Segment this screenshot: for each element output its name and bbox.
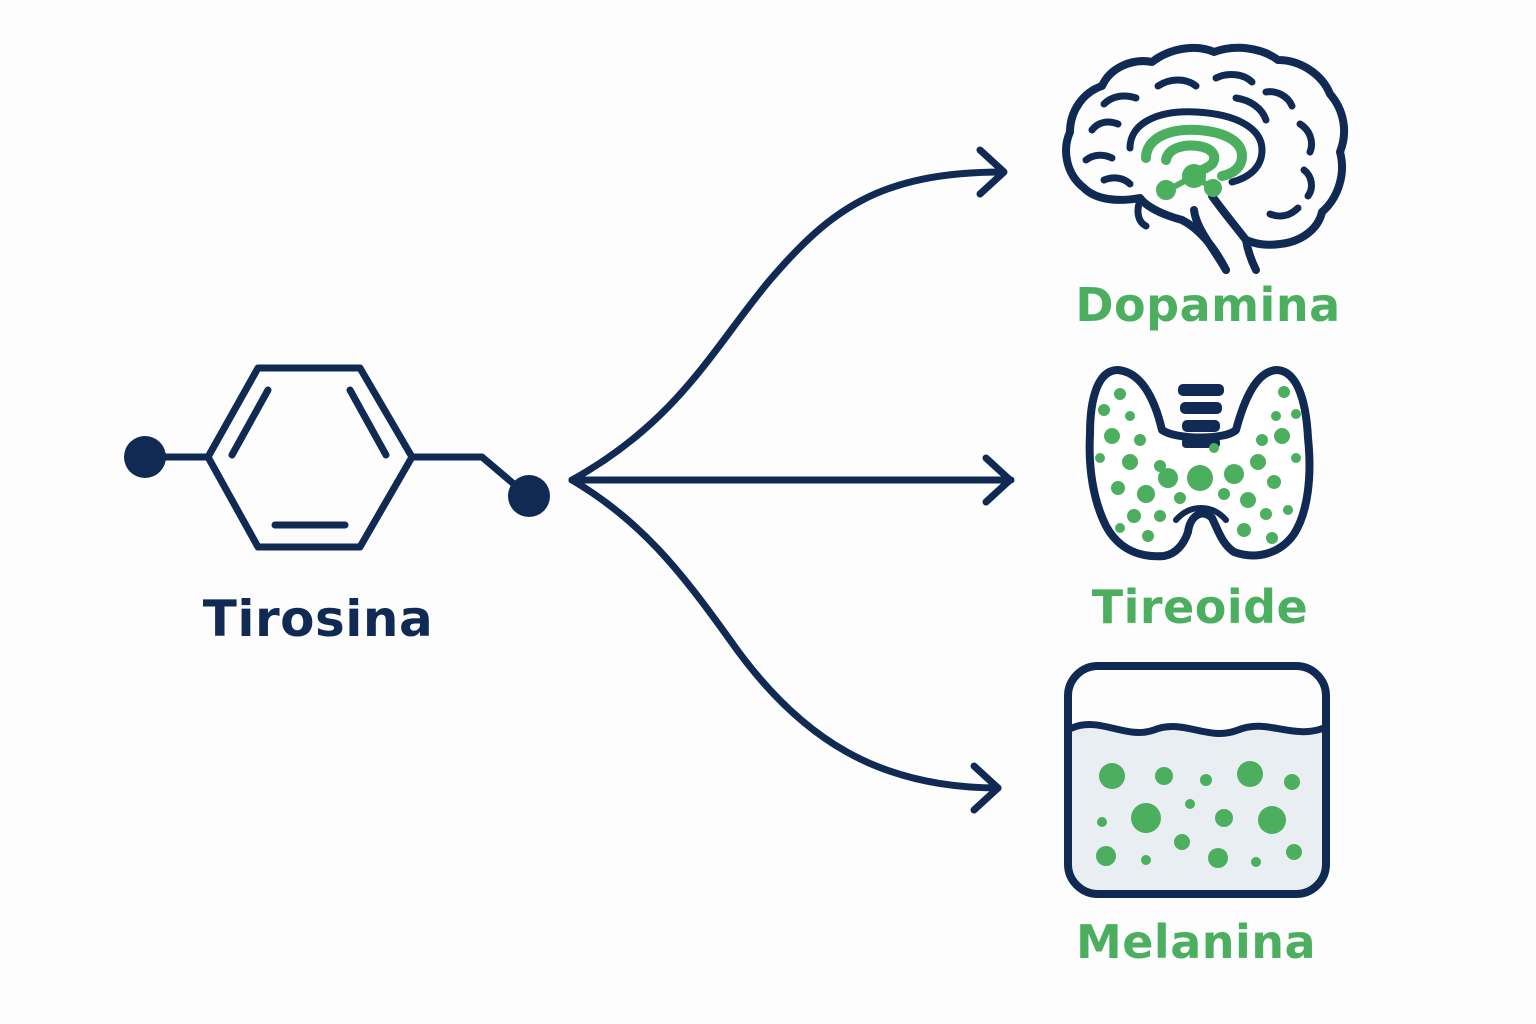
skin-melanin-icon <box>1064 662 1330 898</box>
arrow-to-dopamina <box>568 168 1007 484</box>
trachea-ring <box>1182 420 1220 432</box>
skin-frame <box>1064 662 1330 898</box>
tireoide-label: Tireoide <box>1091 580 1309 634</box>
brain-outline <box>1062 43 1349 274</box>
double-bond-2 <box>346 386 390 459</box>
trachea-ring <box>1180 402 1222 414</box>
melanin-granules <box>1096 761 1302 868</box>
thyroid-follicles <box>1095 386 1301 544</box>
thyroid-outline <box>1085 366 1314 561</box>
benzene-ring <box>204 364 416 551</box>
brain-folds <box>1082 71 1316 230</box>
arrowhead-dopamina <box>976 146 1008 198</box>
skin-dermis-fill <box>1072 724 1324 894</box>
hydroxyl-atom <box>124 436 166 478</box>
double-bond-1 <box>228 386 272 459</box>
arrowhead-tireoide <box>982 454 1014 506</box>
pathway-arrows <box>568 146 1015 814</box>
trachea-ring <box>1178 384 1224 396</box>
brain-stem <box>1190 192 1250 274</box>
brain-icon <box>1062 43 1349 274</box>
skin-surface-wave <box>1068 721 1328 737</box>
isthmus-line <box>1173 505 1229 523</box>
arrow-to-melanina <box>568 476 1002 792</box>
tyrosine-molecule-icon <box>142 364 532 551</box>
tyrosine-label: Tirosina <box>202 590 434 648</box>
side-chain-atom <box>508 475 550 517</box>
thyroid-gland-icon <box>1085 366 1314 561</box>
melanina-label: Melanina <box>1075 915 1317 969</box>
arrowhead-melanina <box>970 762 1002 814</box>
dopamina-label: Dopamina <box>1075 278 1341 332</box>
brain-pathway-nodes <box>1156 164 1222 200</box>
